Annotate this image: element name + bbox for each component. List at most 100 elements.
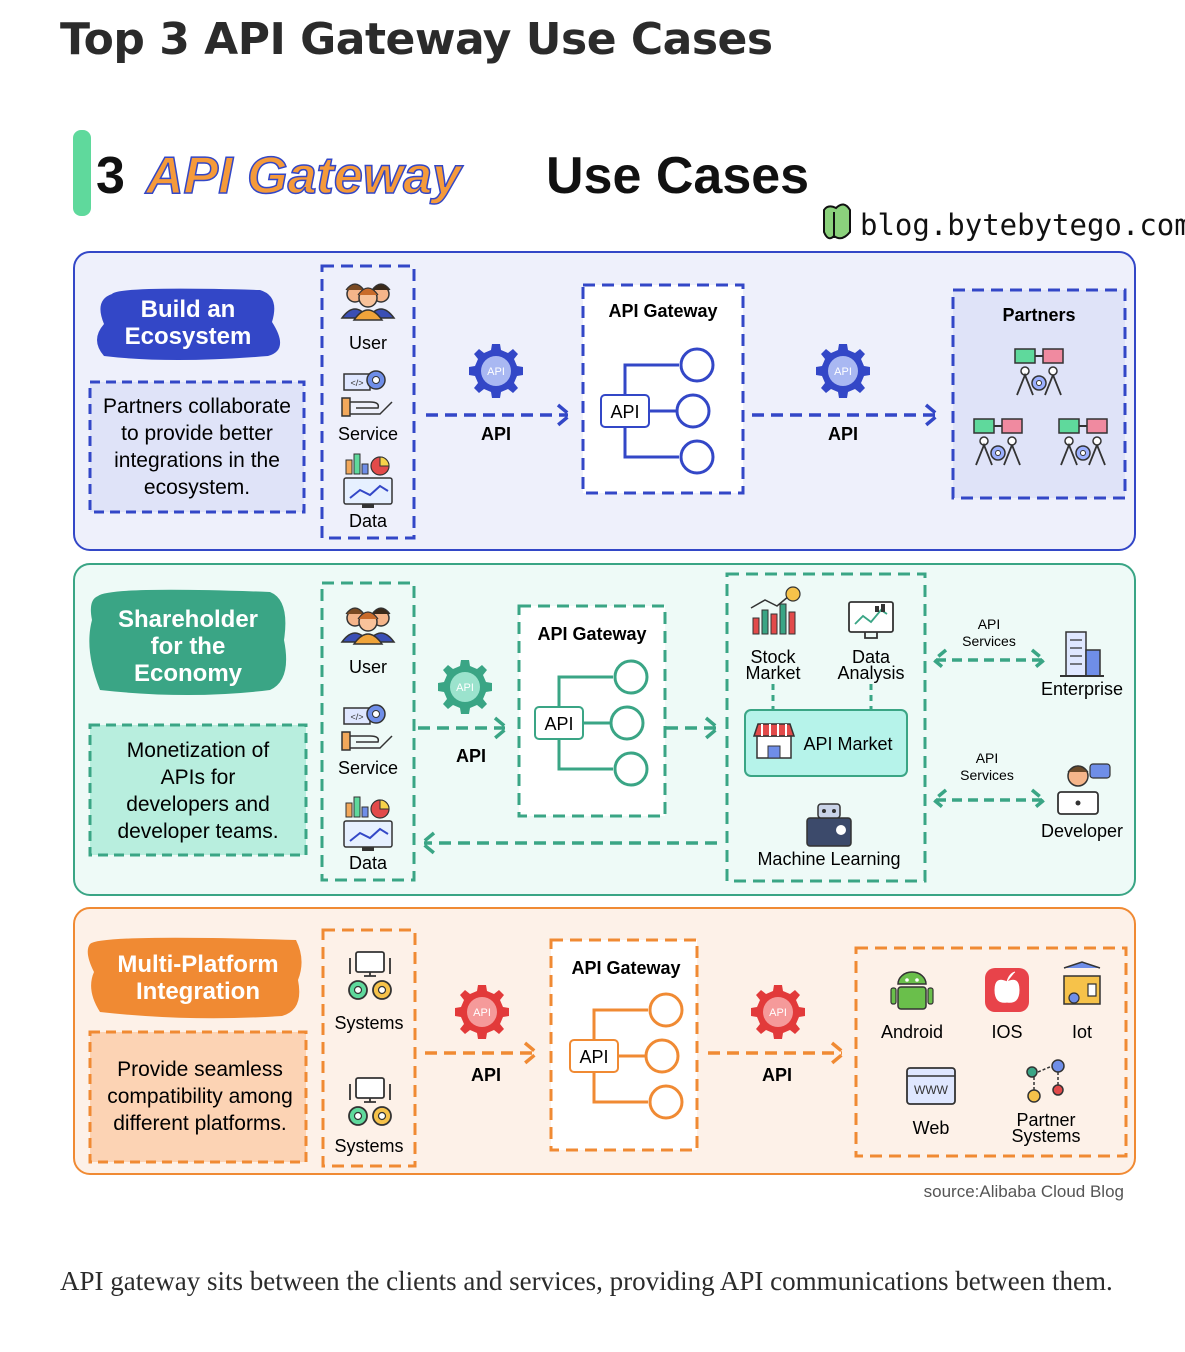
apple-icon	[985, 968, 1029, 1012]
economy-return-arrow	[419, 831, 717, 855]
enterprise-arrow	[931, 648, 1047, 672]
source-credit: source:Alibaba Cloud Blog	[924, 1182, 1124, 1201]
ecosystem-title-line1: Build an	[141, 296, 236, 323]
api-services-line1: API	[978, 616, 1001, 632]
multiplatform-desc-line1: Provide seamless	[117, 1058, 283, 1081]
multiplatform-left-api-label: API	[471, 1065, 501, 1085]
enterprise-icon	[1060, 631, 1104, 677]
economy-api-label: API	[456, 746, 486, 766]
api-services-line1: API	[976, 750, 999, 766]
multiplatform-desc-line3: different platforms.	[113, 1112, 287, 1135]
data-analysis-line1: Data	[852, 647, 891, 667]
ecosystem-desc-line4: ecosystem.	[144, 476, 250, 499]
robot-icon	[806, 803, 852, 847]
multiplatform-gateway-api: API	[579, 1047, 608, 1067]
developer-icon	[1057, 763, 1111, 815]
api-gear-icon: API	[751, 985, 805, 1039]
enterprise-label: Enterprise	[1041, 679, 1123, 699]
multiplatform-description-box	[88, 1030, 308, 1164]
developer-label: Developer	[1041, 821, 1123, 841]
economy-mid-arrow	[666, 716, 721, 740]
web-icon: WWW	[906, 1067, 956, 1105]
android-icon	[890, 971, 934, 1010]
bytebytego-logo-icon	[823, 203, 851, 240]
partner-systems-line2: Systems	[1011, 1126, 1080, 1146]
page-title: Top 3 API Gateway Use Cases	[60, 14, 773, 65]
ecosystem-left-api-label: API	[481, 424, 511, 444]
gear-api-text: API	[487, 366, 505, 378]
partner-systems-line1: Partner	[1016, 1110, 1075, 1130]
api-services-line2: Services	[962, 633, 1016, 649]
economy-title-line1: Shareholder	[118, 606, 258, 633]
ecosystem-desc-line3: integrations in the	[114, 449, 280, 472]
ecosystem-left-arrow	[426, 403, 573, 427]
data-analysis-line2: Analysis	[837, 663, 904, 683]
multiplatform-left-arrow	[425, 1041, 540, 1065]
gear-api-text: API	[834, 366, 852, 378]
ecosystem-right-arrow	[752, 403, 941, 427]
heading-number: 3	[96, 147, 125, 205]
machine-learning-label: Machine Learning	[757, 849, 900, 869]
economy-title-badge	[89, 589, 287, 695]
economy-clients-box	[320, 581, 416, 882]
stock-market-icon	[750, 586, 801, 635]
data-analysis-icon	[848, 601, 894, 639]
economy-desc-line3: developers and	[126, 793, 270, 816]
ecosystem-gateway-api: API	[610, 402, 639, 422]
systems-label-bottom: Systems	[334, 1136, 403, 1156]
partners-label: Partners	[1002, 305, 1075, 325]
platform-ios: IOS	[991, 1022, 1022, 1042]
multiplatform-gateway-label: API Gateway	[571, 958, 680, 978]
economy-desc-line1: Monetization of	[127, 739, 270, 762]
economy-gateway-api: API	[544, 714, 573, 734]
multiplatform-desc-line2: compatibility among	[107, 1085, 293, 1108]
ecosystem-clients-box	[320, 264, 416, 540]
economy-gateway-label: API Gateway	[537, 624, 646, 644]
ecosystem-description-box	[88, 380, 306, 514]
ecosystem-client-service: Service	[338, 424, 398, 444]
heading-highlight: API Gateway	[144, 147, 464, 205]
ecosystem-desc-line1: Partners collaborate	[103, 395, 291, 418]
multiplatform-title-line2: Integration	[136, 978, 260, 1005]
ecosystem-client-data: Data	[349, 511, 388, 531]
gear-api-text: API	[456, 682, 474, 694]
heading-accent-bar	[73, 130, 91, 216]
api-gear-icon: API	[816, 344, 870, 398]
iot-icon	[1063, 961, 1101, 1005]
economy-desc-line4: developer teams.	[117, 820, 278, 843]
platform-web: Web	[913, 1118, 950, 1138]
multiplatform-title-line1: Multi-Platform	[117, 951, 278, 978]
heading-suffix: Use Cases	[546, 147, 809, 205]
economy-description-box	[88, 723, 308, 857]
ecosystem-title-badge	[97, 288, 281, 360]
multiplatform-right-api-label: API	[762, 1065, 792, 1085]
api-market-label: API Market	[803, 734, 892, 754]
platform-android: Android	[881, 1022, 943, 1042]
gear-api-text: API	[769, 1007, 787, 1019]
partner-systems-icon	[1026, 1059, 1065, 1103]
ecosystem-desc-line2: to provide better	[121, 422, 273, 445]
economy-desc-line2: APIs for	[161, 766, 236, 789]
store-icon	[752, 723, 796, 759]
economy-title-line2: for the	[151, 633, 226, 660]
systems-box	[321, 928, 417, 1168]
api-gear-icon: API	[438, 660, 492, 714]
stock-market-line1: Stock	[750, 647, 796, 667]
stock-market-line2: Market	[745, 663, 800, 683]
economy-in-arrow	[418, 716, 510, 740]
economy-client-data: Data	[349, 853, 388, 873]
economy-title-line3: Economy	[134, 660, 243, 687]
economy-client-service: Service	[338, 758, 398, 778]
api-services-line2: Services	[960, 767, 1014, 783]
web-icon-text: WWW	[914, 1083, 949, 1097]
api-gear-icon: API	[455, 985, 509, 1039]
ecosystem-gateway-label: API Gateway	[608, 301, 717, 321]
developer-arrow	[931, 788, 1047, 812]
multiplatform-right-arrow	[708, 1041, 847, 1065]
systems-label-top: Systems	[334, 1013, 403, 1033]
api-gear-icon: API	[469, 344, 523, 398]
page-caption: API gateway sits between the clients and…	[60, 1266, 1113, 1296]
economy-client-user: User	[349, 657, 387, 677]
economy-market-box	[725, 572, 927, 883]
